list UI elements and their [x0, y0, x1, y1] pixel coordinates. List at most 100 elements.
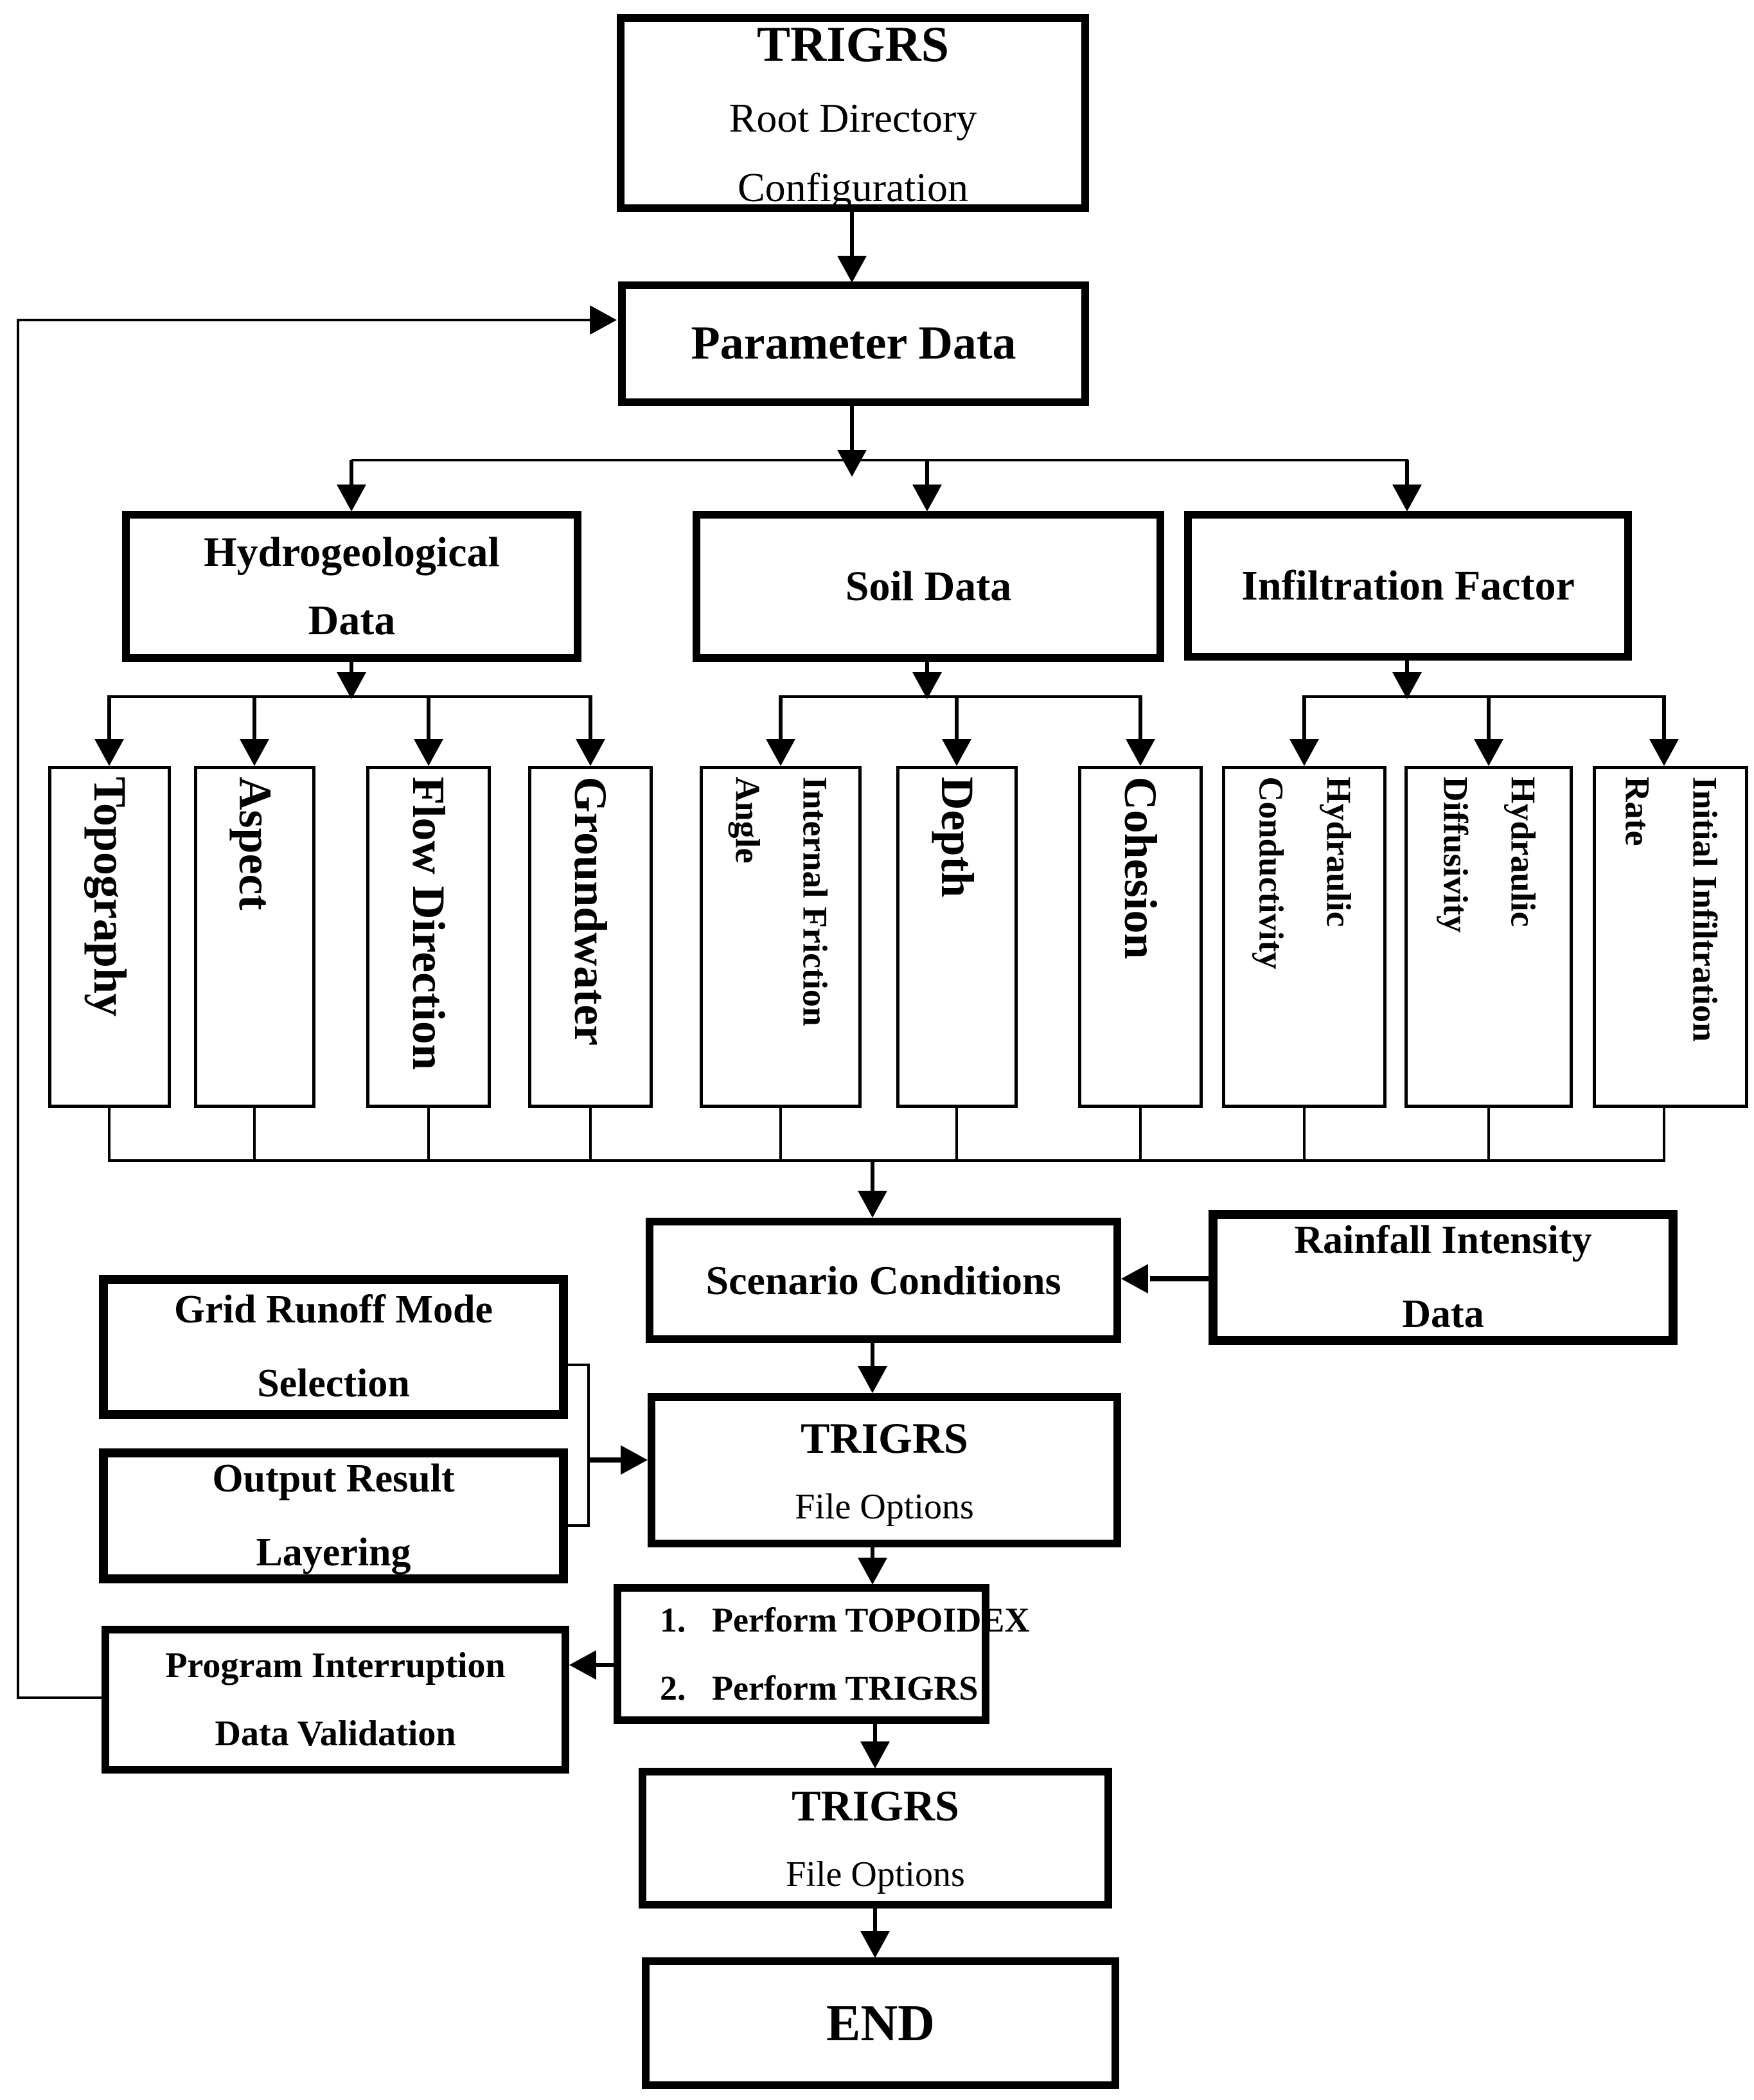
arrow-perform-to-fileoptions2 — [873, 1724, 877, 1745]
node-line: Initial Infiltration — [1685, 776, 1724, 1042]
node-line: Root Directory — [729, 95, 977, 141]
arrow-soil-to-split — [925, 662, 929, 675]
arrowhead-hydraulic-conductivity — [1289, 739, 1319, 766]
node-label: Topography — [84, 776, 136, 1017]
node-subtitle: File Options — [786, 1855, 965, 1895]
node-grid-runoff-mode-selection: Grid Runoff Mode Selection — [99, 1275, 568, 1419]
node-label: Flow Direction — [403, 776, 454, 1071]
node-line: Layering — [256, 1531, 411, 1574]
arrowhead-fileoptions1-to-perform — [858, 1558, 887, 1585]
arrow-bracket-to-fileoptions1 — [589, 1457, 623, 1463]
node-scenario-conditions: Scenario Conditions — [646, 1218, 1121, 1343]
arrowhead-hydraulic-diffusivity — [1474, 739, 1503, 766]
node-initial-infiltration-rate: Initial Infiltration Rate — [1593, 766, 1748, 1108]
node-groundwater: Groundwater — [528, 766, 653, 1108]
drop-internal-friction-angle — [779, 1108, 782, 1161]
arrow-scenario-to-fileoptions1 — [871, 1343, 874, 1370]
arrowhead-initial-infiltration-rate — [1649, 739, 1679, 766]
line-bracket-top — [568, 1364, 590, 1366]
arrowhead-aspect — [240, 739, 269, 766]
node-line: Angle — [728, 776, 766, 864]
node-label: END — [826, 1995, 935, 2052]
arrowhead-parameter-to-distribution — [837, 450, 867, 477]
line-bracket-bottom — [568, 1524, 590, 1527]
arrow-to-initial-infiltration-rate — [1662, 695, 1666, 740]
arrow-collector-to-scenario — [871, 1161, 874, 1193]
drop-initial-infiltration-rate — [1663, 1108, 1665, 1161]
line-feedback-bottom — [17, 1696, 102, 1699]
arrow-to-hydraulic-diffusivity — [1487, 695, 1491, 740]
arrowhead-soil-to-split — [912, 672, 942, 699]
node-line: Rainfall Intensity — [1294, 1218, 1592, 1263]
arrow-fileoptions2-to-end — [873, 1909, 877, 1934]
arrow-to-groundwater — [589, 695, 592, 740]
arrow-to-aspect — [252, 695, 256, 740]
line-collector — [108, 1159, 1665, 1162]
arrowhead-hydro-to-split — [337, 672, 366, 699]
node-label: Groundwater — [565, 776, 616, 1046]
node-label: Aspect — [229, 776, 281, 911]
node-title: TRIGRS — [801, 1413, 968, 1463]
node-line: Program Interruption — [165, 1645, 506, 1686]
arrow-perform-to-interruption — [594, 1663, 614, 1667]
node-label: Infiltration Factor — [1241, 562, 1575, 609]
line-split-hydro — [109, 695, 590, 698]
node-line: Internal Friction — [795, 776, 835, 1026]
node-line: Data — [1402, 1292, 1484, 1336]
drop-cohesion — [1139, 1108, 1142, 1161]
drop-topography — [108, 1108, 111, 1161]
arrow-to-internal-friction-angle — [779, 695, 783, 740]
arrowhead-fileoptions2-to-end — [860, 1931, 890, 1958]
arrow-to-depth — [955, 695, 959, 740]
arrow-branch-soil — [925, 460, 929, 487]
node-perform-steps: 1. Perform TOPOIDEX 2. Perform TRIGRS — [614, 1584, 1029, 1724]
arrowhead-perform-to-fileoptions2 — [860, 1741, 890, 1768]
node-hydrogeological-data: Hydrogeological Data — [122, 511, 581, 662]
arrowhead-branch-hydro — [337, 485, 366, 512]
node-line: Hydraulic — [1503, 776, 1543, 927]
arrow-to-cohesion — [1138, 695, 1142, 740]
arrow-to-flow-direction — [427, 695, 430, 740]
arrow-rainfall-to-scenario — [1150, 1276, 1209, 1281]
node-line: Conductivity — [1252, 776, 1290, 970]
node-output-result-layering: Output Result Layering — [99, 1448, 568, 1583]
line-bracket-vertical — [587, 1364, 590, 1527]
node-internal-friction-angle: Internal Friction Angle — [700, 766, 862, 1108]
node-title: TRIGRS — [756, 15, 950, 72]
drop-flow-direction — [427, 1108, 430, 1161]
line-split-infiltration — [1304, 695, 1664, 698]
node-trigrs-file-options-2: TRIGRS File Options — [639, 1768, 1112, 1909]
arrow-to-topography — [107, 695, 111, 740]
arrowhead-depth — [942, 739, 971, 766]
node-infiltration-factor: Infiltration Factor — [1184, 511, 1632, 661]
node-hydraulic-conductivity: Hydraulic Conductivity — [1222, 766, 1386, 1108]
arrowhead-root-to-parameter — [837, 256, 867, 283]
node-line: Data — [308, 596, 396, 644]
arrowhead-rainfall-to-scenario — [1121, 1264, 1148, 1294]
arrowhead-infiltration-to-split — [1392, 672, 1422, 699]
node-trigrs-file-options-1: TRIGRS File Options — [648, 1393, 1121, 1547]
node-title: TRIGRS — [792, 1781, 959, 1831]
node-label: Depth — [931, 776, 983, 898]
drop-hydraulic-conductivity — [1303, 1108, 1306, 1161]
drop-groundwater — [589, 1108, 592, 1161]
node-line: Hydrogeological — [204, 528, 500, 576]
arrowhead-scenario-to-fileoptions1 — [858, 1366, 887, 1393]
arrowhead-perform-to-interruption — [569, 1650, 596, 1680]
arrowhead-topography — [94, 739, 124, 766]
arrowhead-flow-direction — [414, 739, 443, 766]
arrowhead-cohesion — [1126, 739, 1155, 766]
arrow-branch-hydro — [350, 460, 353, 487]
arrowhead-collector-to-scenario — [858, 1191, 887, 1218]
node-flow-direction: Flow Direction — [366, 766, 491, 1108]
arrow-parameter-to-distribution — [850, 406, 854, 451]
node-hydraulic-diffusivity: Hydraulic Diffusivity — [1404, 766, 1573, 1108]
node-topography: Topography — [48, 766, 171, 1108]
arrow-fileoptions1-to-perform — [871, 1547, 874, 1562]
node-program-interruption-data-validation: Program Interruption Data Validation — [102, 1626, 569, 1774]
arrow-hydro-to-split — [350, 662, 353, 675]
line-split-soil — [781, 695, 1140, 698]
node-line: Diffusivity — [1436, 776, 1475, 933]
line-distribution — [351, 459, 1408, 461]
node-rainfall-intensity-data: Rainfall Intensity Data — [1209, 1210, 1678, 1345]
